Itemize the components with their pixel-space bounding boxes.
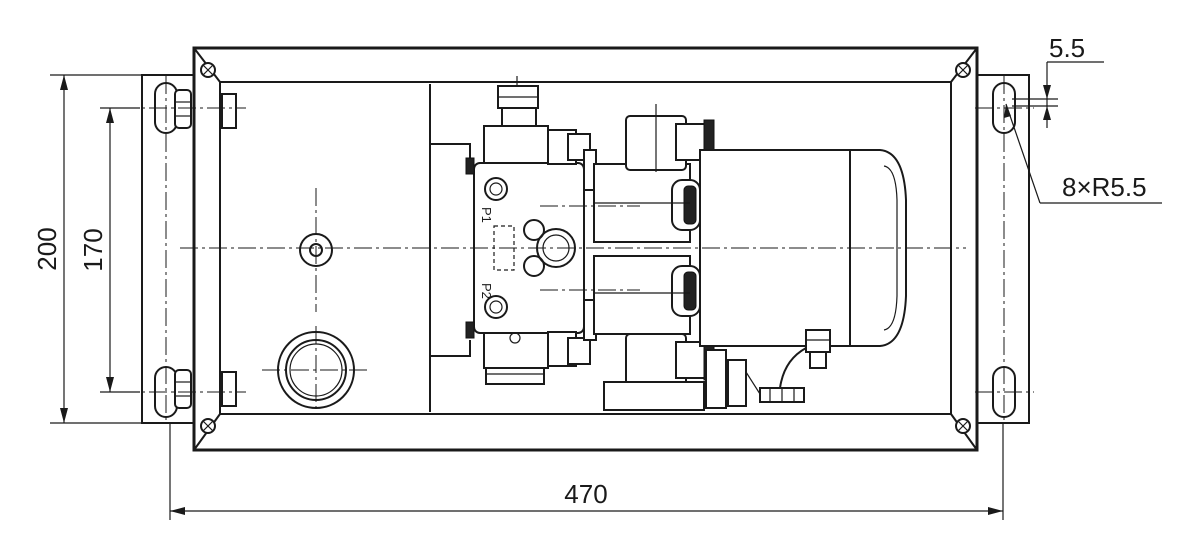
dimension-slot-width: 5.5	[1012, 33, 1104, 128]
screw-top-left	[200, 62, 216, 78]
top-fitting	[497, 76, 539, 129]
dimension-470-label: 470	[564, 479, 607, 509]
valve-block: P1 P2	[465, 125, 597, 369]
mounting-hole-label: 8×R5.5	[1062, 172, 1147, 202]
center-lines	[120, 76, 1034, 424]
dimension-hole-spacing: 170	[78, 107, 140, 393]
dimension-overall-width: 470	[169, 424, 1004, 520]
port-label-p2: P2	[479, 283, 494, 299]
dimension-overall-height: 200	[32, 74, 142, 424]
corner-screws	[200, 62, 971, 434]
pump-housing	[430, 143, 471, 357]
screw-bottom-right	[955, 418, 971, 434]
dimension-170-label: 170	[78, 228, 108, 271]
port-label-p1: P1	[479, 207, 494, 223]
lower-solenoid-coil	[593, 255, 715, 411]
upper-solenoid-coil	[593, 104, 715, 243]
screw-bottom-left	[200, 418, 216, 434]
cable-gland	[805, 329, 831, 369]
screw-top-right	[955, 62, 971, 78]
dimension-5-5-label: 5.5	[1049, 33, 1085, 63]
left-bracket-bolts	[174, 89, 237, 409]
right-mounting-bracket	[976, 74, 1030, 424]
mounting-hole-callout: 8×R5.5	[1004, 103, 1162, 204]
dimension-200-label: 200	[32, 227, 62, 270]
motor-cable	[705, 347, 807, 409]
